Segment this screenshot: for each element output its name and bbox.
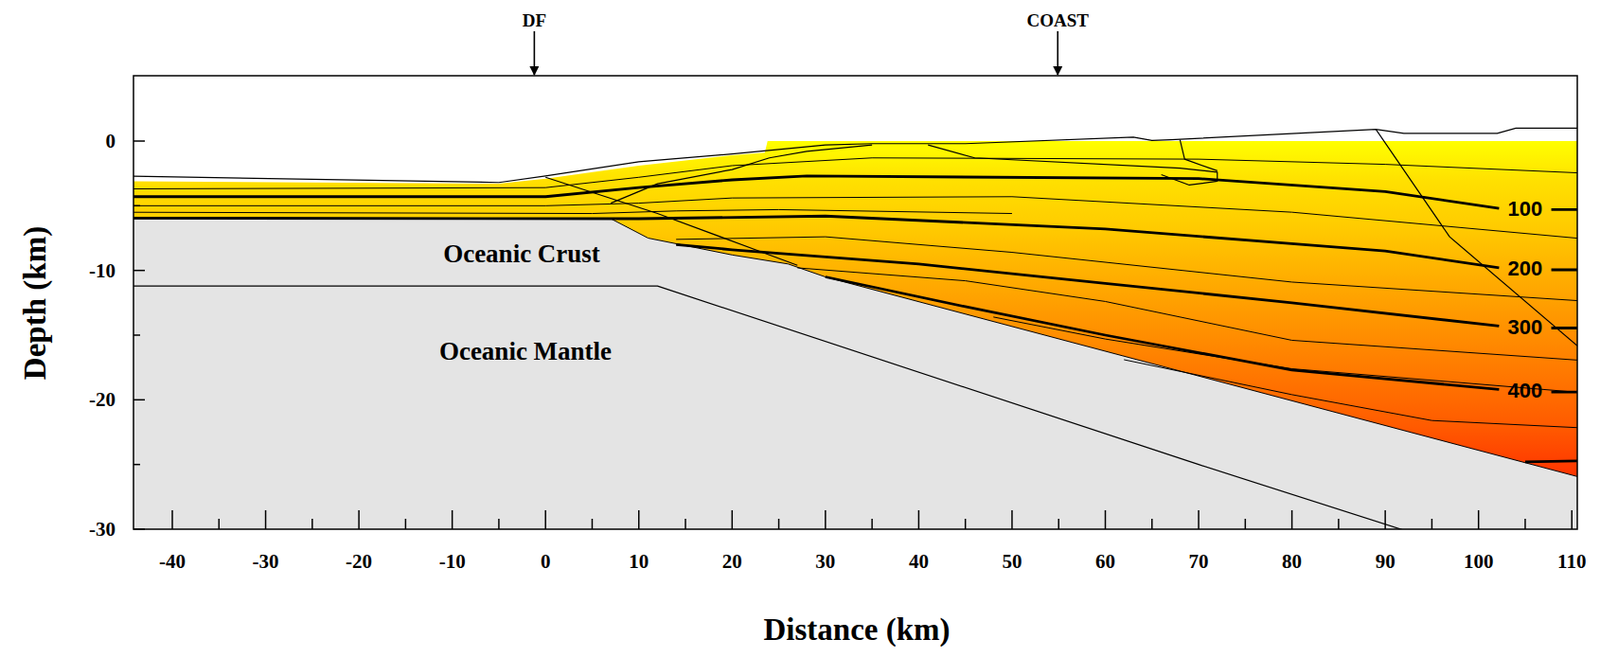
isotherm-bold — [825, 277, 1500, 391]
axis-tick — [311, 518, 314, 530]
axis-tick — [133, 334, 141, 337]
plot-area — [133, 127, 1578, 530]
moho-line — [133, 285, 1441, 530]
tick-label: -20 — [88, 390, 116, 410]
region-label: Oceanic Mantle — [439, 338, 612, 365]
thermal-field — [133, 141, 1578, 480]
plot-frame — [133, 75, 1578, 530]
tick-label: -10 — [439, 551, 466, 572]
axis-tick — [1337, 518, 1340, 530]
axis-tick — [1104, 510, 1107, 530]
isotherm-bold — [675, 244, 1499, 326]
tick-label: 0 — [106, 131, 117, 152]
location-arrow — [1056, 31, 1059, 75]
tick-label: 0 — [540, 551, 552, 572]
tick-label: 50 — [1001, 551, 1022, 572]
isotherm-line — [1123, 359, 1578, 428]
tick-label: 20 — [722, 551, 743, 572]
axis-tick — [591, 518, 594, 530]
axis-tick — [544, 510, 547, 530]
region-label: Oceanic Crust — [443, 241, 601, 267]
axis-tick — [1151, 518, 1154, 530]
axis-tick — [684, 518, 687, 530]
axis-tick — [133, 140, 145, 143]
tick-label: 80 — [1281, 551, 1302, 572]
axis-tick — [1431, 518, 1434, 530]
tick-label: 110 — [1557, 551, 1586, 572]
axis-tick — [824, 510, 827, 530]
axis-tick — [1571, 510, 1574, 530]
seafloor-surface — [133, 127, 1578, 182]
location-label: DF — [522, 11, 547, 30]
tick-label: -40 — [159, 551, 186, 572]
isotherm-line — [133, 158, 1578, 190]
axis-tick — [218, 518, 221, 530]
axis-title: Distance (km) — [763, 614, 950, 646]
tick-label: 100 — [1463, 551, 1494, 572]
isotherm-label: 300 — [1508, 317, 1544, 338]
axis-tick — [133, 528, 145, 531]
axis-tick — [1011, 510, 1014, 530]
isotherm-bold — [1551, 268, 1578, 272]
isotherm-line — [993, 317, 1578, 394]
slab-top-line — [133, 218, 1578, 480]
tick-label: -30 — [252, 551, 280, 572]
tick-label: 70 — [1189, 551, 1209, 572]
axis-tick — [1384, 510, 1387, 530]
location-label: COAST — [1027, 11, 1089, 30]
tick-label: -30 — [88, 519, 116, 540]
axis-title: Depth (km) — [19, 226, 52, 380]
isotherm-line — [133, 209, 1013, 214]
tick-label: 60 — [1095, 551, 1116, 572]
isotherm-label: 200 — [1508, 258, 1544, 280]
axis-tick — [357, 510, 360, 530]
axis-tick — [133, 205, 141, 208]
axis-tick — [405, 518, 408, 530]
tick-label: -20 — [345, 551, 373, 572]
axis-tick — [1524, 518, 1527, 530]
location-arrow — [533, 31, 536, 75]
axis-tick — [451, 510, 454, 530]
axis-tick — [265, 510, 267, 530]
fault-line — [1375, 129, 1578, 358]
coastal-body-outline — [927, 144, 1218, 185]
isotherm-bold — [1525, 461, 1578, 463]
tick-label: 10 — [628, 551, 649, 572]
axis-tick — [638, 510, 640, 530]
axis-tick — [133, 399, 145, 402]
isotherm-bold — [1551, 391, 1578, 394]
accretion-boundary — [610, 144, 872, 204]
tick-label: 30 — [815, 551, 836, 572]
axis-tick — [964, 518, 967, 530]
coastal-body-outline — [1179, 140, 1217, 172]
axis-tick — [133, 463, 141, 466]
axis-tick — [133, 269, 145, 272]
tick-label: -10 — [88, 260, 116, 281]
axis-tick — [497, 518, 500, 530]
axis-tick — [171, 510, 174, 530]
isotherm-label: 400 — [1508, 380, 1544, 402]
isotherm-bold — [1551, 208, 1578, 212]
tick-label: 90 — [1375, 551, 1396, 572]
axis-tick — [1197, 510, 1200, 530]
axis-tick — [871, 518, 873, 530]
axis-tick — [731, 510, 734, 530]
axis-tick — [918, 510, 921, 530]
isotherm-bold — [133, 176, 1499, 209]
axis-tick — [1477, 510, 1480, 530]
axis-tick — [1057, 518, 1060, 530]
isotherm-line — [797, 267, 1578, 361]
axis-tick — [1291, 510, 1294, 530]
tick-label: 40 — [908, 551, 929, 572]
isotherm-label: 100 — [1508, 198, 1544, 220]
axis-tick — [778, 518, 781, 530]
isotherm-bold — [133, 215, 1499, 268]
axis-tick — [1244, 518, 1247, 530]
